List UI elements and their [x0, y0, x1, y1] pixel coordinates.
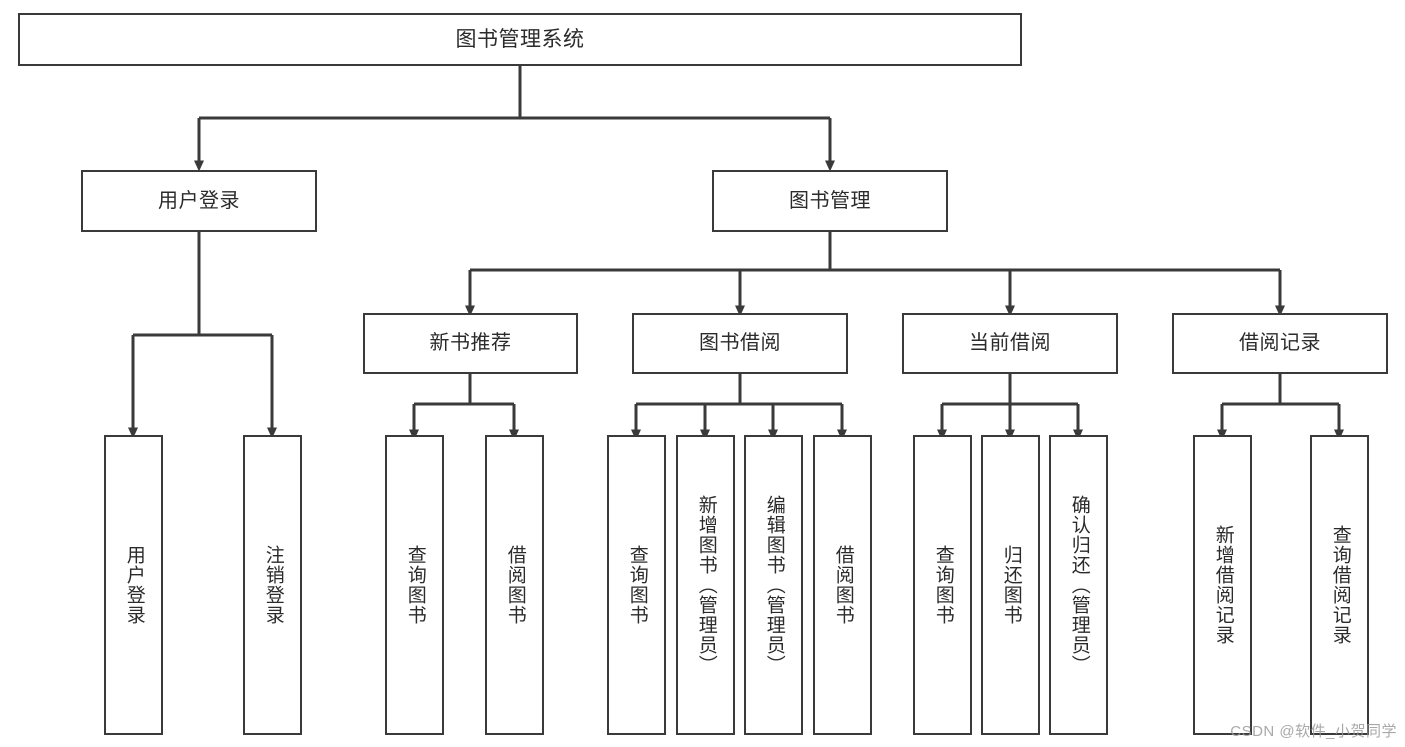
node-leaf-new-book-1-label: 查询图书: [404, 545, 426, 625]
node-leaf-user-login-1-label: 用户登录: [123, 545, 145, 625]
node-leaf-book-borrow-4-label: 借阅图书: [832, 545, 854, 625]
node-leaf-book-borrow-3[interactable]: 编辑图书（管理员）: [744, 435, 803, 735]
node-current-borrow[interactable]: 当前借阅: [902, 313, 1118, 374]
node-leaf-borrow-record-2[interactable]: 查询借阅记录: [1310, 435, 1369, 735]
node-borrow-record-label: 借阅记录: [1239, 332, 1321, 355]
node-leaf-book-borrow-1[interactable]: 查询图书: [607, 435, 666, 735]
node-leaf-current-borrow-3-label: 确认归还（管理员）: [1068, 495, 1090, 675]
node-borrow-record[interactable]: 借阅记录: [1172, 313, 1388, 374]
node-new-book[interactable]: 新书推荐: [363, 313, 578, 374]
node-leaf-borrow-record-1-label: 新增借阅记录: [1212, 525, 1234, 645]
node-book-manage-label: 图书管理: [789, 189, 871, 212]
node-leaf-new-book-2-label: 借阅图书: [504, 545, 526, 625]
node-leaf-book-borrow-4[interactable]: 借阅图书: [813, 435, 872, 735]
node-leaf-current-borrow-3[interactable]: 确认归还（管理员）: [1049, 435, 1108, 735]
node-current-borrow-label: 当前借阅: [969, 332, 1051, 355]
node-leaf-borrow-record-1[interactable]: 新增借阅记录: [1193, 435, 1252, 735]
node-user-login-label: 用户登录: [158, 189, 240, 212]
node-leaf-new-book-2[interactable]: 借阅图书: [485, 435, 544, 735]
node-leaf-user-login-2-label: 注销登录: [262, 545, 284, 625]
node-root-system[interactable]: 图书管理系统: [18, 13, 1022, 66]
node-user-login[interactable]: 用户登录: [81, 170, 317, 232]
node-leaf-current-borrow-2-label: 归还图书: [1000, 545, 1022, 625]
node-leaf-new-book-1[interactable]: 查询图书: [385, 435, 444, 735]
node-leaf-user-login-2[interactable]: 注销登录: [243, 435, 302, 735]
node-book-borrow-label: 图书借阅: [699, 332, 781, 355]
node-leaf-current-borrow-1[interactable]: 查询图书: [913, 435, 972, 735]
node-leaf-book-borrow-1-label: 查询图书: [626, 545, 648, 625]
node-leaf-current-borrow-2[interactable]: 归还图书: [981, 435, 1040, 735]
node-book-manage[interactable]: 图书管理: [712, 170, 948, 232]
node-leaf-book-borrow-2[interactable]: 新增图书（管理员）: [676, 435, 735, 735]
node-leaf-current-borrow-1-label: 查询图书: [932, 545, 954, 625]
node-leaf-book-borrow-2-label: 新增图书（管理员）: [695, 495, 717, 675]
node-new-book-label: 新书推荐: [429, 332, 512, 355]
watermark: CSDN @软件_小贺同学: [1230, 723, 1397, 740]
node-leaf-user-login-1[interactable]: 用户登录: [104, 435, 163, 735]
node-leaf-borrow-record-2-label: 查询借阅记录: [1329, 525, 1351, 645]
node-leaf-book-borrow-3-label: 编辑图书（管理员）: [763, 495, 785, 675]
node-book-borrow[interactable]: 图书借阅: [632, 313, 848, 374]
node-root-system-label: 图书管理系统: [455, 27, 585, 51]
